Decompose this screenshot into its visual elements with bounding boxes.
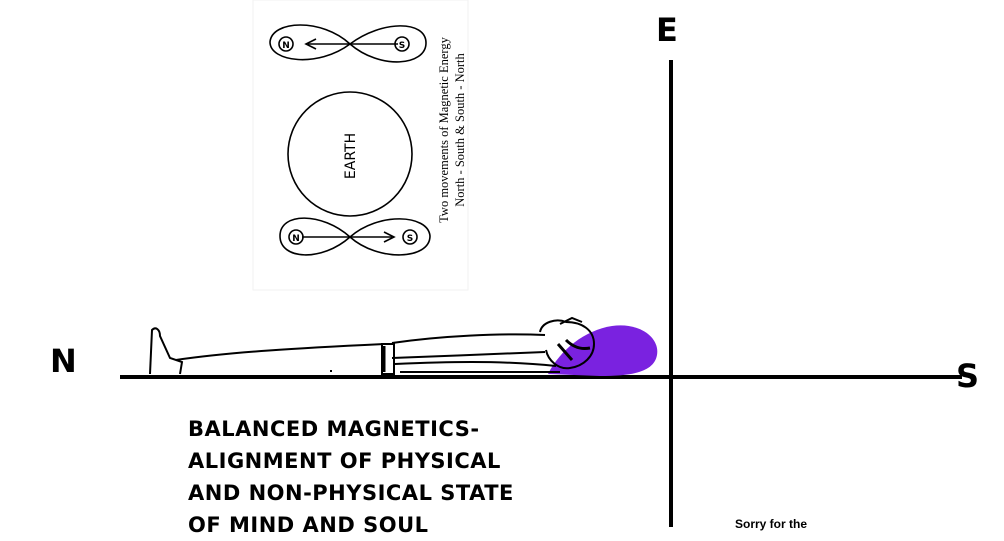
caption-line-4: OF MIND AND SOUL	[188, 513, 429, 537]
reclining-figure	[149, 316, 596, 375]
caption-block: BALANCED MAGNETICS- ALIGNMENT OF PHYSICA…	[188, 413, 514, 541]
inset-side-text-2: North - South & South - North	[453, 53, 467, 207]
compass-south-label: S	[956, 357, 980, 395]
earth-label: EARTH	[343, 133, 359, 179]
bottom-magnetic-loop	[279, 217, 431, 256]
top-magnetic-loop	[269, 24, 427, 63]
caption-line-1: BALANCED MAGNETICS-	[188, 417, 480, 441]
compass-east-label: E	[656, 11, 678, 49]
caption-line-2: ALIGNMENT OF PHYSICAL	[188, 449, 501, 473]
diagram-canvas: N S EARTH N S Two movements of Magnetic …	[120, 0, 962, 527]
inset-side-text-1: Two movements of Magnetic Energy	[437, 36, 451, 222]
caption-line-3: AND NON-PHYSICAL STATE	[188, 481, 514, 505]
bottom-loop-north-label: N	[292, 234, 300, 244]
bottom-loop-south-label: S	[407, 234, 413, 244]
earth-circle	[287, 91, 413, 217]
compass-north-label: N	[50, 342, 77, 380]
credit-text: Sorry for the	[735, 517, 808, 531]
pillow	[548, 325, 658, 376]
top-loop-south-label: S	[399, 41, 405, 51]
top-loop-north-label: N	[282, 41, 290, 51]
